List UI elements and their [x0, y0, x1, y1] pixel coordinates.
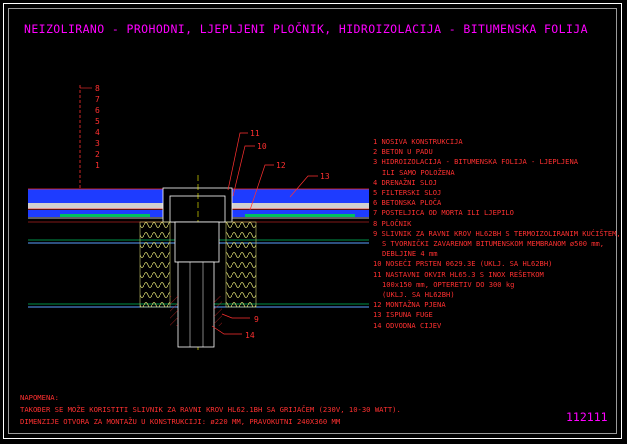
callouts: 11 10 12 13 9 14: [211, 129, 330, 340]
scale-2: 2: [95, 150, 100, 159]
legend-item: (UKLJ. SA HL62BH): [382, 290, 455, 300]
legend-item: 8 PLOČNIK: [373, 218, 412, 228]
legend-item: 14 ODVODNA CIJEV: [373, 320, 442, 330]
callout-10: 10: [257, 142, 267, 151]
legend-item: ILI SAMO POLOŽENA: [382, 167, 455, 177]
callout-12: 12: [276, 161, 286, 170]
notes-body: TAKOĐER SE MOŽE KORISTITI SLIVNIK ZA RAV…: [20, 404, 401, 427]
scale-5: 5: [95, 117, 100, 126]
scale-8: 8: [95, 84, 100, 93]
scale-6: 6: [95, 106, 100, 115]
callout-9: 9: [254, 315, 259, 324]
legend-item: S TVORNIČKI ZAVARENOM BITUMENSKOM MEMBRA…: [382, 239, 605, 249]
roof-drain: [139, 175, 257, 350]
scale-1: 1: [95, 161, 100, 170]
roof-layers: [28, 188, 369, 308]
drawing-title: NEIZOLIRANO - PROHODNI, LJEPLJENI PLOČNI…: [24, 22, 588, 36]
legend-item: 13 ISPUNA FUGE: [373, 310, 433, 320]
callout-14: 14: [245, 331, 255, 340]
legend-item: 5 FILTERSKI SLOJ: [373, 188, 442, 198]
legend-item: 2 BETON U PADU: [373, 147, 433, 157]
legend-item: 12 MONTAŽNA PJENA: [373, 300, 446, 310]
notes-heading: NAPOMENA:: [20, 393, 59, 402]
legend-item: 3 HIDROIZOLACIJA - BITUMENSKA FOLIJA - L…: [373, 157, 578, 167]
note-line: DIMENZIJE OTVORA ZA MONTAŽU U KONSTRUKCI…: [20, 416, 341, 426]
legend-item: 11 NASTAVNI OKVIR HL65.3 S INOX REŠETKOM: [373, 269, 544, 279]
note-line: TAKOĐER SE MOŽE KORISTITI SLIVNIK ZA RAV…: [20, 405, 401, 414]
inner-frame: [8, 8, 617, 434]
callout-13: 13: [320, 172, 330, 181]
legend-item: 1 NOSIVA KONSTRUKCIJA: [373, 137, 463, 146]
legend-item: DEBLJINE 4 mm: [382, 249, 438, 259]
legend-item: 7 POSTELJICA OD MORTA ILI LJEPILO: [373, 208, 514, 218]
callout-11: 11: [250, 129, 260, 138]
legend-item: 100x150 mm, OPTERETIV DO 300 kg: [382, 279, 515, 289]
drawing-code: 112111: [566, 410, 608, 424]
legend-item: 6 BETONSKA PLOČA: [373, 198, 442, 208]
scale-7: 7: [95, 95, 100, 104]
legend-item: 4 DRENAŽNI SLOJ: [373, 177, 438, 187]
legend-item: 10 NOSEĆI PRSTEN 0629.3E (UKLJ. SA HL62B…: [373, 259, 553, 269]
outer-frame: [3, 3, 622, 439]
legend-item: 9 SLIVNIK ZA RAVNI KROV HL62BH S TERMOIZ…: [373, 228, 621, 238]
layer-scale: 8 7 6 5 4 3 2 1: [79, 84, 100, 192]
scale-3: 3: [95, 139, 100, 148]
scale-4: 4: [95, 128, 100, 137]
